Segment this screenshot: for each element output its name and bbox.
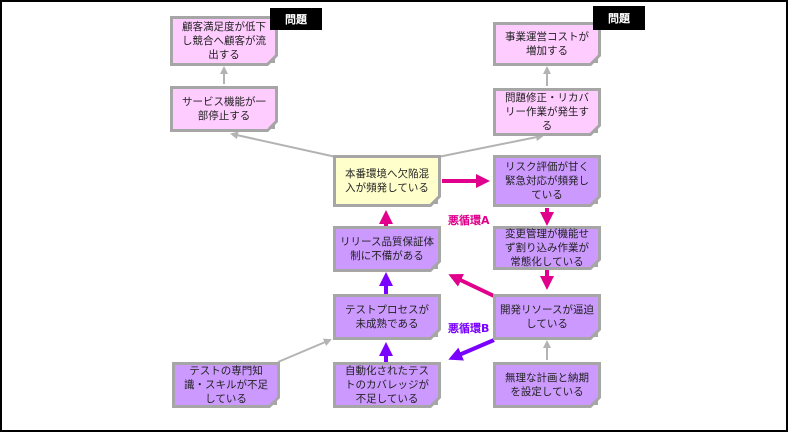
node-customer-loss[interactable]: 顧客満足度が低下し競合へ顧客が流出する [170, 16, 278, 66]
node-service-stop-label: サービス機能が一部停止する [182, 96, 266, 122]
node-test-process[interactable]: テストプロセスが未成熟である [333, 294, 441, 340]
node-risk-eval[interactable]: リスク評価が甘く緊急対応が頻発している [493, 155, 601, 207]
node-change-mgmt-label: 変更管理が機能せず割り込み作業が常態化している [505, 228, 589, 268]
node-defects-label: 本番環境へ欠陥混入が頻発している [345, 168, 429, 194]
node-risk-eval-label: リスク評価が甘く緊急対応が頻発している [505, 161, 589, 201]
node-service-stop[interactable]: サービス機能が一部停止する [170, 86, 278, 132]
node-automation[interactable]: 自動化されたテストのカバレッジが不足している [333, 362, 441, 408]
node-fix-recovery-label: 問題修正・リカバリー作業が発生する [505, 92, 589, 132]
node-automation-label: 自動化されたテストのカバレッジが不足している [345, 365, 429, 405]
node-plan-deadline[interactable]: 無理な計画と納期を設定している [493, 362, 601, 408]
node-test-skills-label: テストの専門知識・スキルが不足している [184, 365, 268, 405]
node-test-skills[interactable]: テストの専門知識・スキルが不足している [172, 362, 280, 408]
node-release-qa[interactable]: リリース品質保証体制に不備がある [333, 226, 441, 272]
node-plan-deadline-label: 無理な計画と納期を設定している [505, 372, 589, 398]
node-cost-increase-label: 事業運営コストが増加する [505, 31, 589, 57]
edge-defects-to-fix [437, 133, 544, 158]
loop-b-label: 悪循環B [448, 322, 490, 335]
node-fix-recovery[interactable]: 問題修正・リカバリー作業が発生する [493, 88, 601, 136]
loop-a-label: 悪循環A [448, 214, 490, 227]
edge-defects-to-service [230, 131, 337, 158]
edge-skills-to-testprocess [277, 338, 332, 363]
node-dev-resources-label: 開発リソースが逼迫している [500, 304, 594, 330]
node-dev-resources[interactable]: 開発リソースが逼迫している [493, 294, 601, 340]
problem-tag-left: 問題 [270, 8, 322, 30]
node-defects[interactable]: 本番環境へ欠陥混入が頻発している [333, 155, 441, 207]
edge-devres-to-automation [448, 338, 495, 361]
node-release-qa-label: リリース品質保証体制に不備がある [340, 236, 434, 262]
node-cost-increase[interactable]: 事業運営コストが増加する [493, 22, 601, 66]
edge-devres-to-releaseqa [448, 273, 495, 298]
node-customer-loss-label: 顧客満足度が低下し競合へ顧客が流出する [182, 21, 266, 61]
problem-tag-right: 問題 [593, 6, 645, 30]
node-test-process-label: テストプロセスが未成熟である [345, 304, 429, 330]
node-change-mgmt[interactable]: 変更管理が機能せず割り込み作業が常態化している [493, 226, 601, 270]
